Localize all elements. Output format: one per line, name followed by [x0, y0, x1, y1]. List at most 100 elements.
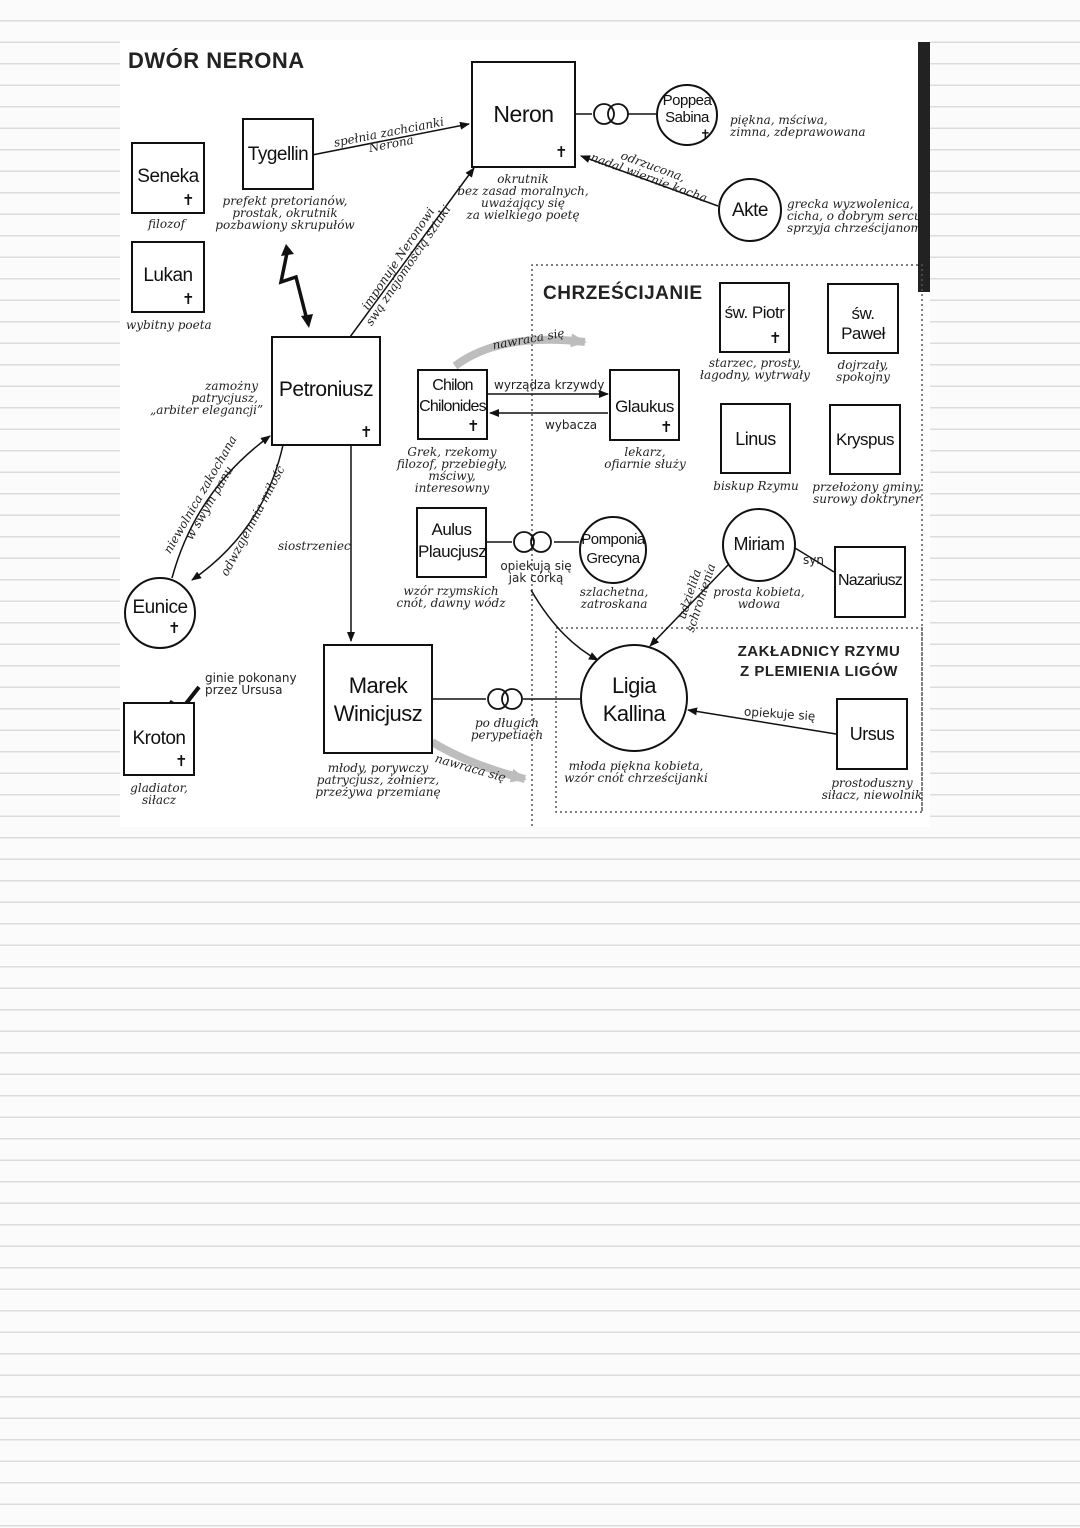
label-miriam-nazariusz: syn — [803, 553, 824, 567]
arrow-tygellin-neron — [311, 121, 470, 156]
aulus-desc: wzór rzymskich cnót, dawny wódz — [396, 584, 506, 610]
glaukus-box[interactable]: Glaukus ✝ — [609, 369, 680, 441]
founders-heading: ZAKŁADNICY RZYMU Z PLEMIENIA LIGÓW — [737, 643, 901, 680]
kroton-box[interactable]: Kroton ✝ — [123, 702, 195, 776]
pawel-box[interactable]: św. Paweł — [827, 283, 899, 354]
label-chilon-glaukus: wyrządza krzywdy — [494, 378, 605, 392]
piotr-box[interactable]: św. Piotr ✝ — [719, 282, 790, 353]
rings-neron-poppea-icon — [593, 103, 629, 125]
arrow-akte-neron — [580, 155, 719, 207]
akte-circle[interactable]: Akte — [718, 178, 782, 242]
cross-icon: ✝ — [660, 418, 673, 436]
chilon-box[interactable]: Chilon Chilonides ✝ — [417, 369, 488, 440]
pawel-desc: dojrzały, spokojny — [836, 358, 890, 384]
petroniusz-name: Petroniusz — [278, 378, 374, 401]
pomponia-desc: szlachetna, zatroskana — [579, 585, 649, 611]
arrow-petroniusz-eunice — [191, 444, 284, 581]
miriam-desc: prosta kobieta, wdowa — [713, 585, 805, 611]
chilon-desc: Grek, rzekomy filozof, przebiegły, mściw… — [396, 445, 508, 495]
tygellin-name: Tygellin — [247, 144, 309, 165]
pomponia-name: Pomponia Grecyna — [581, 531, 645, 567]
piotr-desc: starzec, prosty, łagodny, wytrwały — [700, 356, 810, 382]
arrow-miriam-ligia — [649, 564, 729, 647]
chilon-name: Chilon Chilonides — [419, 377, 487, 415]
glaukus-desc: lekarz, ofiarnie służy — [604, 445, 686, 471]
ursus-desc: prostoduszny siłacz, niewolnik — [821, 776, 923, 802]
arrow-eunice-petroniusz — [171, 435, 271, 579]
eunice-circle[interactable]: Eunice ✝ — [124, 577, 196, 649]
seneka-box[interactable]: Seneka ✝ — [131, 142, 205, 214]
neron-name: Neron — [493, 101, 554, 127]
arrow-petroniusz-neron — [349, 167, 475, 338]
kryspus-desc: przełożony gminy, surowy doktryner — [812, 480, 922, 506]
kroton-name: Kroton — [132, 728, 186, 749]
label-aulus-ligia: opiekują się jak córką — [500, 559, 572, 585]
linus-desc: biskup Rzymu — [713, 479, 799, 493]
petroniusz-box[interactable]: Petroniusz ✝ — [271, 336, 381, 446]
arrow-aulus-ligia — [530, 589, 599, 661]
neron-desc: okrutnik bez zasad moralnych, uważający … — [457, 172, 589, 222]
rings-aulus-pomponia-icon — [513, 531, 552, 553]
pawel-name: św. Paweł — [841, 304, 885, 343]
nazariusz-box[interactable]: Nazariusz — [834, 546, 906, 618]
seneka-desc: filozof — [148, 217, 186, 231]
winicjusz-box[interactable]: Marek Winicjusz — [323, 644, 433, 754]
ursus-name: Ursus — [849, 724, 895, 744]
winicjusz-name: Marek Winicjusz — [333, 673, 423, 726]
linus-box[interactable]: Linus — [720, 403, 791, 474]
cross-icon: ✝ — [175, 752, 188, 770]
cross-icon: ✝ — [555, 143, 568, 161]
winicjusz-desc: młody, porywczy patrycjusz, żołnierz, pr… — [315, 761, 441, 799]
label-winicjusz-ligia: po długich perypetiach — [470, 716, 544, 742]
linus-name: Linus — [735, 429, 776, 449]
ligia-desc: młoda piękna kobieta, wzór cnót chrześci… — [564, 759, 708, 785]
petroniusz-desc: zamożny patrycjusz, „arbiter elegancji” — [150, 379, 264, 417]
tygellin-desc: prefekt pretorianów, prostak, okrutnik p… — [215, 194, 355, 232]
label-glaukus-chilon: wybacza — [545, 418, 598, 432]
kroton-desc: gladiator, siłacz — [130, 781, 188, 807]
cross-icon: ✝ — [769, 329, 782, 347]
cross-icon: ✝ — [168, 619, 181, 637]
miriam-circle[interactable]: Miriam — [722, 508, 796, 582]
cross-icon: ✝ — [700, 128, 711, 143]
neron-box[interactable]: Neron ✝ — [471, 61, 576, 168]
lukan-box[interactable]: Lukan ✝ — [131, 241, 205, 313]
rings-winicjusz-ligia-icon — [487, 688, 523, 710]
eunice-name: Eunice — [132, 597, 188, 618]
glaukus-name: Glaukus — [615, 397, 674, 416]
miriam-name: Miriam — [733, 534, 786, 554]
kryspus-box[interactable]: Kryspus — [829, 404, 901, 475]
aulus-name: Aulus Plaucjusz — [418, 520, 487, 561]
arrow-ursus-ligia — [687, 707, 837, 735]
arrow-winicjusz-converts — [429, 738, 527, 783]
ligia-circle[interactable]: Ligia Kallina — [580, 644, 688, 752]
label-petroniusz-winicjusz: siostrzeniec — [278, 539, 351, 553]
akte-desc: grecka wyzwolenica, cicha, o dobrym serc… — [787, 197, 926, 235]
lukan-desc: wybitny poeta — [126, 318, 212, 332]
lightning-tygellin-petroniusz — [278, 247, 310, 325]
poppea-name: Poppea Sabina — [662, 92, 712, 126]
aulus-box[interactable]: Aulus Plaucjusz — [416, 507, 487, 578]
nazariusz-name: Nazariusz — [838, 572, 903, 589]
poppea-desc: piękna, mściwa, zimna, zdeprawowana — [730, 113, 866, 139]
court-heading: DWÓR NERONA — [128, 48, 305, 73]
scan-edge-shadow — [918, 42, 930, 292]
poppea-circle[interactable]: Poppea Sabina ✝ — [656, 84, 718, 146]
cross-icon: ✝ — [467, 417, 480, 435]
cross-icon: ✝ — [182, 290, 195, 308]
cross-icon: ✝ — [182, 191, 195, 209]
pomponia-circle[interactable]: Pomponia Grecyna — [579, 516, 647, 584]
arrow-chilon-converts — [452, 333, 587, 370]
label-kroton-winicjusz: ginie pokonany przez Ursusa — [205, 671, 297, 697]
piotr-name: św. Piotr — [724, 303, 785, 322]
christians-heading: CHRZEŚCIJANIE — [543, 283, 703, 304]
lukan-name: Lukan — [143, 265, 193, 286]
seneka-name: Seneka — [137, 166, 199, 187]
ligia-name: Ligia Kallina — [602, 673, 666, 726]
ursus-box[interactable]: Ursus — [836, 698, 908, 770]
kryspus-name: Kryspus — [836, 430, 894, 449]
tygellin-box[interactable]: Tygellin — [242, 118, 314, 190]
akte-name: Akte — [731, 200, 769, 221]
line-miriam-nazariusz — [794, 547, 835, 573]
cross-icon: ✝ — [360, 423, 373, 441]
